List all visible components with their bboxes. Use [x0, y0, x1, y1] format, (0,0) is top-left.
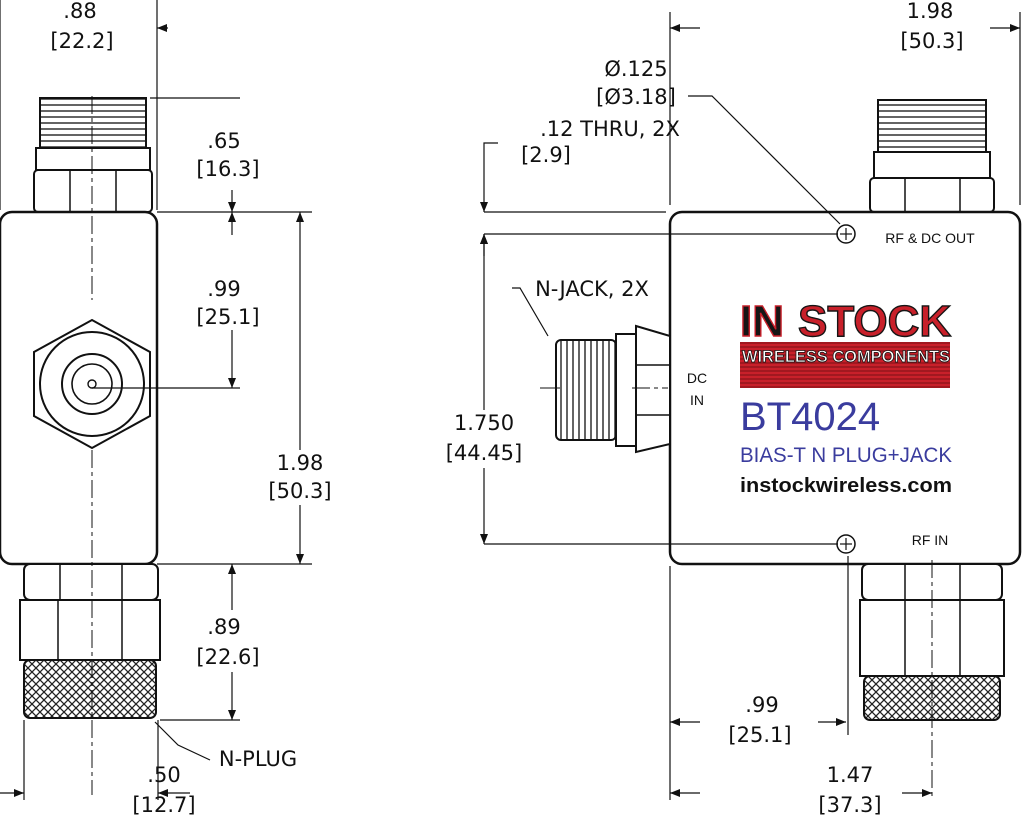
- model-number: BT4024: [740, 395, 880, 439]
- rf-dc-out-label: RF & DC OUT: [885, 230, 975, 246]
- rf-in-label: RF IN: [912, 532, 949, 548]
- dim-plug-length-in: .89: [207, 615, 240, 639]
- dim-plug-offset-mm: [37.3]: [818, 793, 881, 817]
- dc-port-front: [33, 318, 151, 450]
- mounting-hole-top: [836, 224, 856, 244]
- dim-body-height-in: 1.98: [277, 451, 324, 475]
- dim-right-width-in: 1.98: [907, 0, 954, 23]
- brand-logo-subtitle: WIRELESS COMPONENTS: [742, 347, 950, 366]
- dim-bottom-width-in: .50: [147, 763, 180, 787]
- brand-logo-stock: STOCK: [798, 297, 951, 346]
- dim-hole-thru: .12 THRU, 2X: [540, 117, 680, 141]
- dim-center-mm: [25.1]: [196, 305, 259, 329]
- top-view-dimensions: [480, 12, 1021, 800]
- dim-jack-offset-mm: [25.1]: [728, 723, 791, 747]
- dim-hole-spacing-in: 1.750: [454, 411, 514, 435]
- brand-logo-panel: [740, 342, 950, 388]
- dim-jack-length-mm: [16.3]: [196, 157, 259, 181]
- dc-label: DC: [687, 370, 707, 386]
- n-plug-label: N-PLUG: [219, 747, 297, 771]
- dim-plug-offset-in: 1.47: [827, 763, 874, 787]
- dim-hole-dia-in: Ø.125: [604, 57, 667, 81]
- dim-plug-length-mm: [22.6]: [196, 645, 259, 669]
- brand-logo-in: IN: [740, 297, 784, 346]
- n-jack-label: N-JACK, 2X: [535, 277, 649, 301]
- dim-center-in: .99: [207, 277, 240, 301]
- side-view-dimensions: [0, 0, 312, 800]
- dim-hole-dia-mm: [Ø3.18]: [596, 85, 676, 109]
- dim-hole-spacing-mm: [44.45]: [446, 441, 523, 465]
- dim-top-width-mm: [22.2]: [50, 29, 113, 53]
- dim-jack-offset-in: .99: [745, 693, 778, 717]
- product-description: BIAS-T N PLUG+JACK: [740, 444, 952, 467]
- dc-in-label: IN: [690, 392, 704, 408]
- dim-body-height-mm: [50.3]: [268, 479, 331, 503]
- dim-top-width-in: .88: [63, 0, 96, 23]
- top-view-text: 1.98 [50.3] Ø.125 [Ø3.18] .12 THRU, 2X […: [446, 0, 975, 817]
- mounting-hole-bottom: [836, 534, 856, 554]
- bottom-n-plug: [19, 563, 161, 719]
- side-view-text: .88 [22.2] .65 [16.3] .99 [25.1] 1.98 [5…: [50, 0, 331, 817]
- dim-bottom-width-mm: [12.7]: [132, 793, 195, 817]
- rf-dc-out-connector: [869, 99, 995, 213]
- dim-hole-offset-mm: [2.9]: [521, 143, 571, 167]
- side-view: [0, 96, 161, 795]
- top-n-jack: [33, 97, 153, 213]
- dim-right-width-mm: [50.3]: [900, 29, 963, 53]
- website: instockwireless.com: [740, 475, 952, 497]
- dc-in-connector: [555, 324, 671, 454]
- dim-jack-length-in: .65: [207, 129, 240, 153]
- product-label: IN STOCK WIRELESS COMPONENTS BT4024 BIAS…: [739, 296, 952, 497]
